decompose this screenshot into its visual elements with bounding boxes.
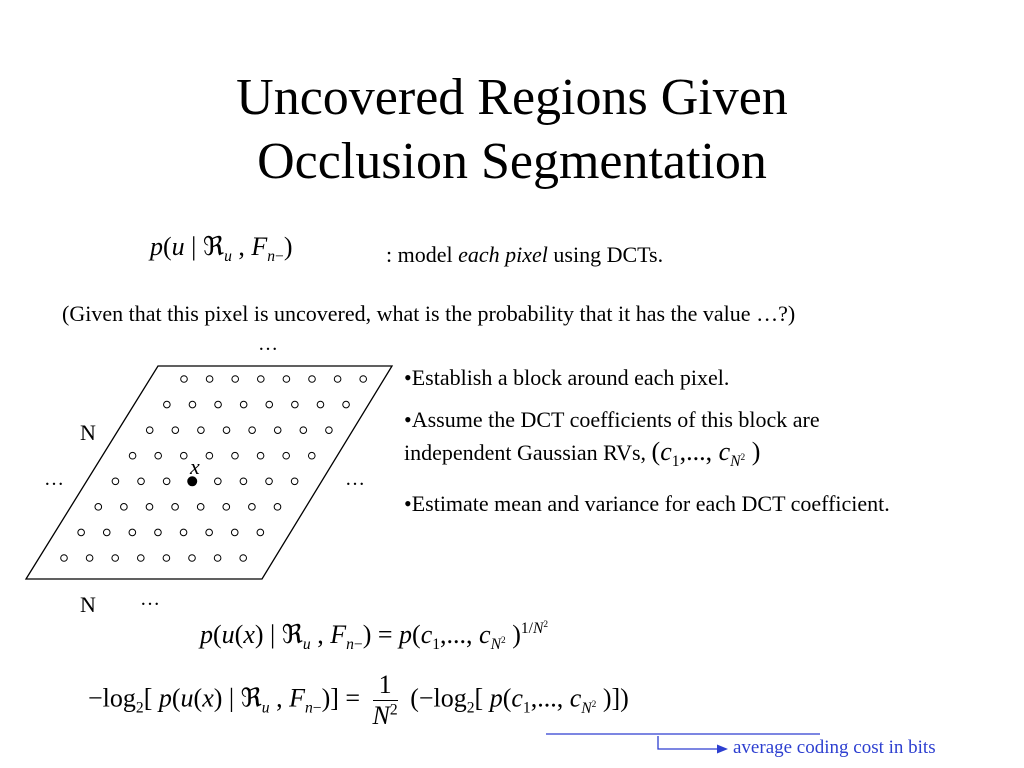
pixel-dot	[179, 451, 188, 460]
pixel-dot	[145, 503, 154, 511]
pixel-dot	[128, 451, 137, 460]
bullet-1: •Establish a block around each pixel.	[404, 365, 730, 390]
pixel-dot	[205, 451, 214, 460]
block-parallelogram	[24, 365, 394, 580]
pixel-dot	[162, 477, 171, 486]
pixel-dot	[154, 451, 162, 460]
pixel-dot	[222, 426, 231, 434]
pixel-dot	[273, 503, 282, 511]
pixel-dot	[248, 426, 256, 434]
bullet-2: •Assume the DCT coefficients of this blo…	[404, 404, 1004, 478]
pixel-dot	[60, 554, 68, 562]
pixel-dot	[257, 375, 265, 383]
pixel-dot	[137, 477, 145, 486]
model-description: : model each pixel using DCTs.	[386, 242, 663, 268]
pixel-dot	[299, 426, 308, 434]
pixel-dot	[230, 528, 239, 537]
pixel-dot	[137, 554, 145, 562]
bullet-2-line-1: •Assume the DCT coefficients of this blo…	[404, 407, 820, 432]
ellipsis-bottom: …	[140, 588, 160, 610]
pixel-dot	[85, 554, 94, 562]
pixel-dot	[111, 554, 119, 562]
pixel-dot	[188, 400, 197, 409]
pixel-dot	[308, 375, 316, 383]
center-pixel	[187, 476, 198, 487]
pixel-dot	[282, 375, 291, 383]
pixel-dot	[248, 503, 256, 511]
pixel-dot	[171, 426, 180, 434]
pixel-dot	[128, 528, 137, 537]
model-text-prefix: : model	[386, 242, 453, 267]
bullet-list: •Establish a block around each pixel. •A…	[404, 362, 1004, 530]
equation-1: p(u(x) | ℜu , Fn−) = p(c1,..., cN2 )1/N2	[200, 620, 549, 654]
pixel-dot	[291, 400, 299, 409]
pixel-dot	[154, 528, 162, 537]
pixel-dot	[94, 503, 103, 511]
title-line-1: Uncovered Regions Given	[236, 69, 788, 126]
pixel-dot	[145, 426, 154, 434]
pixel-dot	[214, 477, 222, 486]
bullet-2-line-2: independent Gaussian RVs,	[404, 440, 647, 465]
pixel-label-x: x	[190, 454, 200, 479]
pixel-dot	[307, 451, 316, 460]
pixel-dot	[256, 528, 265, 537]
pixel-dot	[316, 400, 325, 409]
ellipsis-right: …	[345, 468, 365, 490]
pixel-dot	[239, 477, 248, 486]
pixel-dot	[342, 400, 350, 409]
label-n-left: N	[80, 420, 96, 445]
bullet-2-formula: (c1,..., cN2 )	[651, 437, 761, 471]
pixel-dot	[239, 554, 247, 562]
pixel-dot	[256, 451, 265, 460]
pixel-grid	[60, 375, 368, 562]
ellipsis-left: …	[44, 468, 64, 490]
annotation-caption: average coding cost in bits	[733, 737, 936, 758]
pixel-dot	[273, 426, 282, 434]
model-formula: p(u | ℜu , Fn−)	[150, 232, 293, 266]
pixel-dot	[222, 503, 231, 511]
bullet-3: •Estimate mean and variance for each DCT…	[404, 491, 890, 517]
pixel-dot	[231, 451, 239, 460]
pixel-dot	[282, 451, 290, 460]
pixel-dot	[325, 426, 333, 434]
label-n-bottom: N	[80, 592, 96, 617]
pixel-dot	[359, 375, 368, 383]
pixel-dot	[239, 400, 248, 409]
pixel-dot	[162, 554, 171, 562]
pixel-dot	[111, 477, 120, 486]
pixel-dot	[265, 477, 273, 486]
pixel-dot	[290, 477, 299, 486]
pixel-dot	[179, 528, 188, 537]
pixel-dot	[197, 426, 205, 434]
pixel-dot	[77, 528, 85, 537]
model-text-emphasis: each pixel	[458, 242, 548, 267]
pixel-dot	[205, 528, 213, 537]
pixel-dot	[171, 503, 179, 511]
pixel-dot	[163, 400, 171, 409]
pixel-dot	[205, 375, 214, 383]
slide-title: Uncovered Regions Given Occlusion Segmen…	[0, 66, 1024, 194]
pixel-dot	[188, 554, 196, 562]
pixel-dot	[231, 375, 239, 383]
pixel-dot	[333, 375, 342, 383]
pixel-dot	[120, 503, 128, 511]
pixel-dot	[213, 554, 222, 562]
title-line-2: Occlusion Segmentation	[257, 133, 767, 190]
question-text: (Given that this pixel is uncovered, wha…	[62, 301, 796, 326]
pixel-dot	[214, 400, 222, 409]
ellipsis-top: …	[258, 333, 278, 355]
pixel-dot	[102, 528, 111, 537]
pixel-dot	[180, 375, 188, 383]
pixel-dot	[265, 400, 274, 409]
pixel-dot	[196, 503, 205, 511]
model-text-suffix: using DCTs.	[553, 242, 664, 267]
